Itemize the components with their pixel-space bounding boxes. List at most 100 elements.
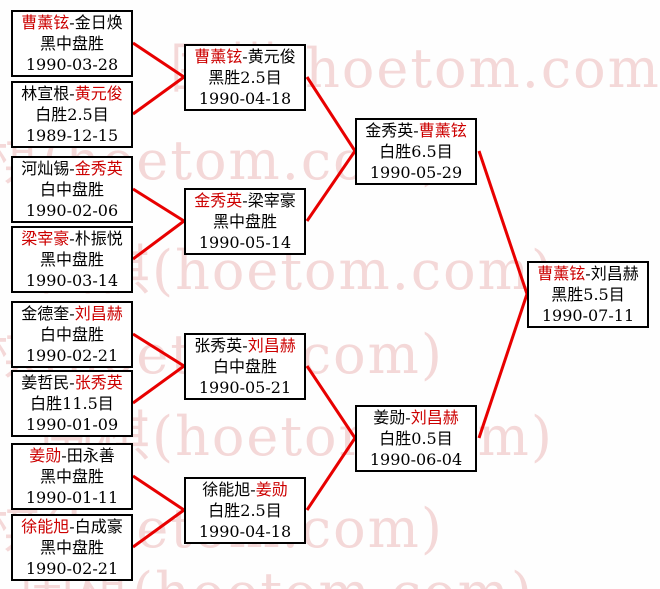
connector-line (305, 365, 357, 439)
match-date: 1990-05-14 (198, 233, 292, 252)
match-players: 梁宰豪-朴振悦 (13, 228, 131, 249)
match-players: 姜哲民-张秀英 (13, 372, 131, 393)
match-box-round1-3: 河灿锡-金秀英 白中盘胜 1990-02-06 (11, 156, 133, 223)
match-result: 白胜2.5目 (35, 105, 109, 124)
match-box-round2-1: 曹薰铉-黄元俊 黑胜2.5目 1990-04-18 (184, 44, 306, 111)
player-separator: - (242, 191, 248, 210)
connector-line (305, 76, 357, 152)
match-box-final: 曹薰铉-刘昌赫 黑胜5.5目 1990-07-11 (527, 261, 649, 328)
match-box-round1-4: 梁宰豪-朴振悦 黑中盘胜 1990-03-14 (11, 226, 133, 293)
player-separator: - (405, 408, 411, 427)
player-separator: - (61, 446, 67, 465)
player-separator: - (69, 13, 75, 32)
player-a-name: 姜勋 (29, 446, 62, 465)
player-a-name: 林宣根 (21, 84, 70, 103)
match-box-round1-2: 林宣根-黄元俊 白胜2.5目 1989-12-15 (11, 81, 133, 148)
player-b-name: 白成豪 (74, 517, 123, 536)
match-result: 白中盘胜 (39, 325, 104, 344)
match-result: 黑胜2.5目 (208, 68, 282, 87)
match-box-semifinal-1: 金秀英-曹薰铉 白胜6.5目 1990-05-29 (355, 118, 477, 185)
connector-line (132, 364, 185, 405)
match-result: 白胜11.5目 (30, 394, 114, 413)
match-players: 曹薰铉-金日焕 (13, 12, 131, 33)
player-separator: - (242, 47, 248, 66)
match-players: 金秀英-梁宰豪 (186, 190, 304, 211)
match-date: 1990-04-18 (198, 522, 292, 541)
match-players: 河灿锡-金秀英 (13, 158, 131, 179)
match-date: 1990-05-21 (198, 378, 292, 397)
player-a-name: 徐能旭 (21, 517, 70, 536)
connector-line (132, 219, 185, 261)
match-result: 白中盘胜 (39, 180, 104, 199)
player-b-name: 曹薰铉 (418, 121, 467, 140)
player-a-name: 姜勋 (373, 408, 406, 427)
match-result: 黑中盘胜 (39, 538, 104, 557)
match-box-round1-8: 徐能旭-白成豪 黑中盘胜 1990-02-21 (11, 514, 133, 581)
connector-line (477, 150, 529, 295)
connector-line (477, 293, 529, 439)
player-b-name: 刘昌赫 (74, 304, 123, 323)
match-date: 1990-03-14 (25, 271, 119, 290)
match-players: 姜勋-田永善 (13, 445, 131, 466)
match-date: 1990-01-11 (25, 488, 119, 507)
match-box-round1-6: 姜哲民-张秀英 白胜11.5目 1990-01-09 (11, 370, 133, 437)
match-date: 1990-02-21 (25, 559, 119, 578)
player-b-name: 刘昌赫 (590, 264, 639, 283)
player-a-name: 徐能旭 (202, 480, 251, 499)
match-box-round2-3: 张秀英-刘昌赫 白中盘胜 1990-05-21 (184, 333, 306, 400)
player-a-name: 金秀英 (194, 191, 243, 210)
player-b-name: 黄元俊 (247, 47, 296, 66)
match-date: 1990-05-29 (369, 163, 463, 182)
match-players: 金秀英-曹薰铉 (357, 120, 475, 141)
connector-line (132, 508, 185, 549)
connector-line (132, 75, 185, 116)
connector-line (305, 437, 357, 511)
player-a-name: 梁宰豪 (21, 229, 70, 248)
match-date: 1990-06-04 (369, 450, 463, 469)
player-separator: - (69, 304, 75, 323)
player-a-name: 张秀英 (194, 336, 243, 355)
player-a-name: 金德奎 (21, 304, 70, 323)
player-separator: - (250, 480, 256, 499)
player-separator: - (242, 336, 248, 355)
player-separator: - (69, 229, 75, 248)
match-date: 1990-02-06 (25, 201, 119, 220)
match-result: 黑胜5.5目 (551, 285, 625, 304)
connector-line (132, 187, 185, 223)
match-players: 徐能旭-姜勋 (186, 479, 304, 500)
match-players: 曹薰铉-黄元俊 (186, 46, 304, 67)
player-a-name: 曹薰铉 (21, 13, 70, 32)
match-players: 金德奎-刘昌赫 (13, 303, 131, 324)
player-b-name: 梁宰豪 (247, 191, 296, 210)
connector-line (132, 474, 185, 512)
match-box-round1-7: 姜勋-田永善 黑中盘胜 1990-01-11 (11, 443, 133, 510)
player-b-name: 刘昌赫 (247, 336, 296, 355)
match-result: 黑中盘胜 (39, 467, 104, 486)
match-date: 1990-02-21 (25, 346, 119, 365)
match-box-round2-4: 徐能旭-姜勋 白胜2.5目 1990-04-18 (184, 477, 306, 544)
player-separator: - (69, 373, 75, 392)
connector-line (132, 41, 185, 79)
match-result: 黑中盘胜 (39, 250, 104, 269)
match-players: 曹薰铉-刘昌赫 (529, 263, 647, 284)
match-box-round1-5: 金德奎-刘昌赫 白中盘胜 1990-02-21 (11, 301, 133, 368)
match-players: 林宣根-黄元俊 (13, 83, 131, 104)
match-result: 白中盘胜 (212, 357, 277, 376)
match-players: 徐能旭-白成豪 (13, 516, 131, 537)
match-result: 黑中盘胜 (212, 212, 277, 231)
match-result: 白胜0.5目 (379, 429, 453, 448)
match-date: 1990-04-18 (198, 89, 292, 108)
match-box-round2-2: 金秀英-梁宰豪 黑中盘胜 1990-05-14 (184, 188, 306, 255)
player-b-name: 金秀英 (74, 159, 123, 178)
player-a-name: 金秀英 (365, 121, 414, 140)
match-box-round1-1: 曹薰铉-金日焕 黑中盘胜 1990-03-28 (11, 10, 133, 77)
player-b-name: 田永善 (66, 446, 115, 465)
player-separator: - (413, 121, 419, 140)
player-separator: - (585, 264, 591, 283)
player-a-name: 姜哲民 (21, 373, 70, 392)
player-a-name: 曹薰铉 (537, 264, 586, 283)
match-result: 黑中盘胜 (39, 34, 104, 53)
match-players: 张秀英-刘昌赫 (186, 335, 304, 356)
match-result: 白胜6.5目 (379, 142, 453, 161)
